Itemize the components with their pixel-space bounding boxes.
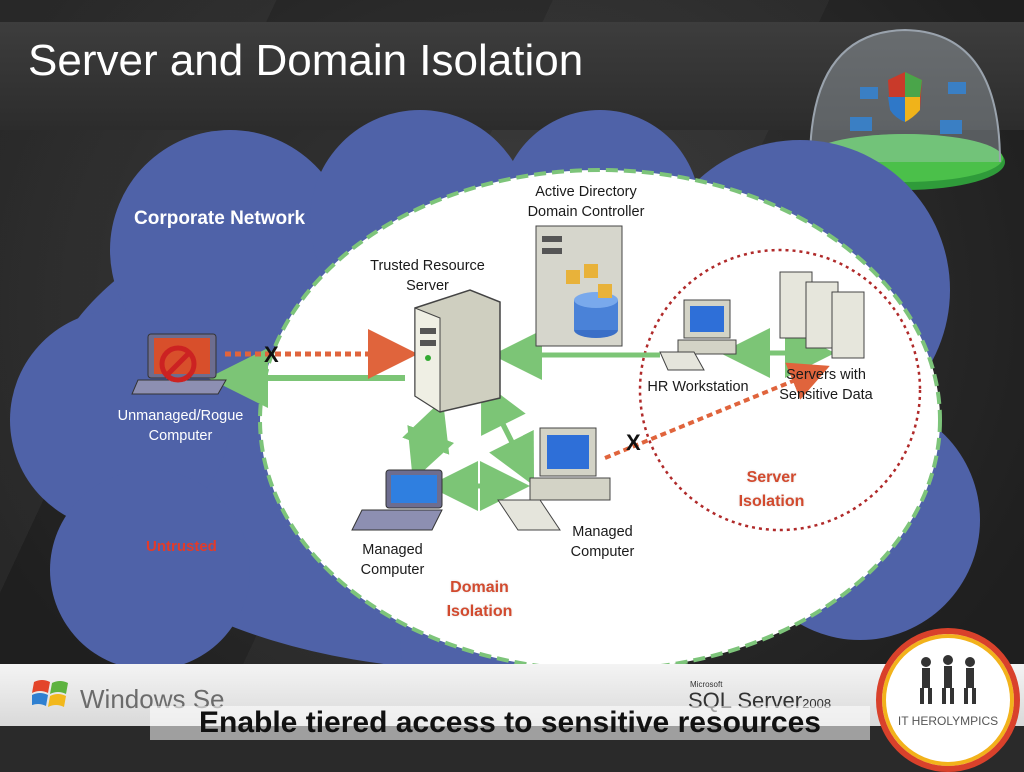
domain-isolation-boundary xyxy=(258,168,942,672)
laptop-icon-managed xyxy=(351,469,443,531)
server-icon-trusted xyxy=(414,289,501,413)
desktop-icon-managed xyxy=(497,427,611,531)
blocked-x-mark-rogue: X xyxy=(264,342,279,367)
desktop-icon-hr xyxy=(659,299,737,371)
slide-title: Server and Domain Isolation xyxy=(28,36,584,85)
hr-workstation-label: HR Workstation xyxy=(647,379,749,395)
slide-caption: Enable tiered access to sensitive resour… xyxy=(150,706,870,740)
windows-logo-icon xyxy=(32,680,68,707)
it-herolympics-logo: IT HEROLYMPICS xyxy=(876,628,1020,772)
untrusted-label: Untrusted xyxy=(146,538,217,555)
heroes-silhouette-icon xyxy=(920,655,976,704)
herolympics-text: IT HEROLYMPICS xyxy=(897,714,999,728)
title-bar xyxy=(0,22,1024,130)
server-isolation-boundary xyxy=(638,248,922,532)
no-entry-icon xyxy=(159,345,197,383)
sql-microsoft-text: Microsoft xyxy=(690,680,723,689)
server-rack-icon xyxy=(779,271,865,359)
corporate-network-label: Corporate Network xyxy=(134,208,306,229)
blocked-x-mark-server: X xyxy=(626,430,641,455)
arrow-desktop-servers-blocked xyxy=(604,362,830,460)
server-icon-ad-controller xyxy=(535,225,623,347)
